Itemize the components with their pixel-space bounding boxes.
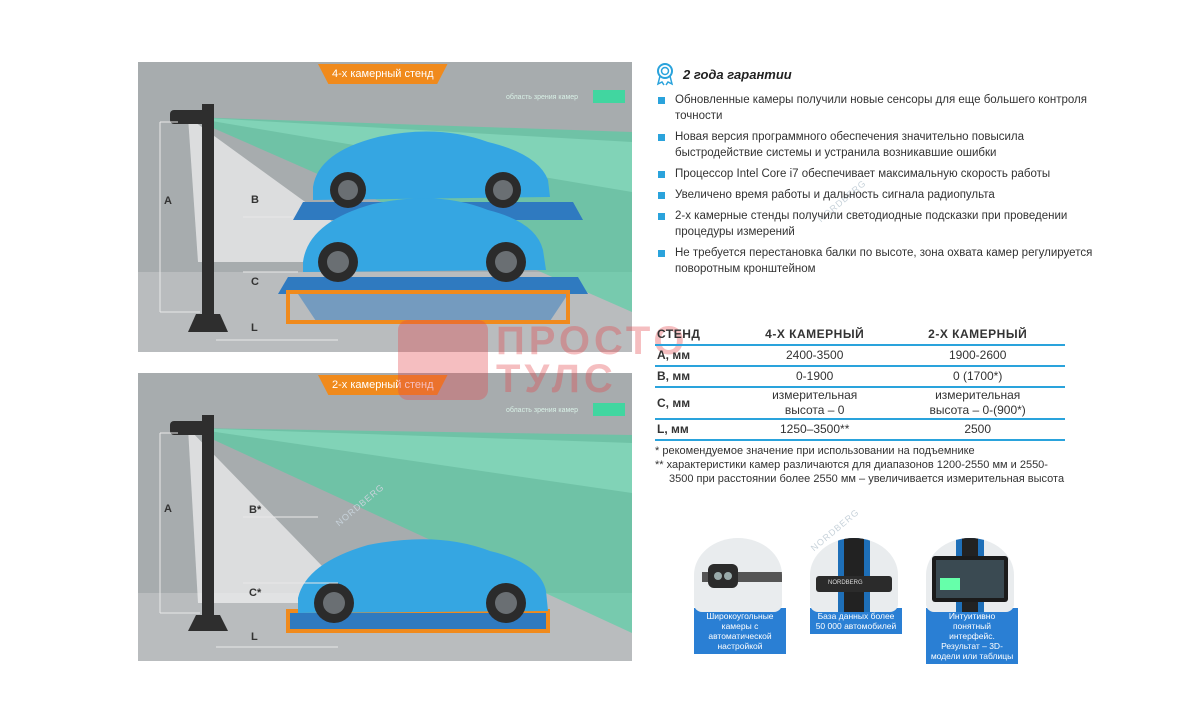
table-cell: 1250–3500**: [739, 418, 891, 441]
column-header: СТЕНД: [657, 327, 701, 341]
footnotes: * рекомендуемое значение при использован…: [655, 444, 1065, 486]
camera-zone-legend-label: область зрения камер: [506, 407, 579, 414]
table-row: L, мм 1250–3500** 2500: [655, 418, 1065, 441]
diagram-4-camera-illustration: [138, 62, 632, 352]
bullet-text: Обновленные камеры получили новые сенсор…: [675, 94, 1087, 122]
row-label: C, мм: [655, 386, 739, 419]
bullet-square-icon: [658, 134, 665, 141]
footnote: * рекомендуемое значение при использован…: [655, 445, 975, 457]
dimension-l-label: L: [251, 631, 258, 643]
table-row: A, мм 2400-3500 1900-2600: [655, 344, 1065, 366]
bullet-square-icon: [658, 250, 665, 257]
list-item: Процессор Intel Core i7 обеспечивает мак…: [655, 166, 1105, 182]
diagram-2-camera-illustration: [138, 373, 632, 661]
table-cell: измерительная высота – 0: [739, 386, 891, 419]
camera-zone-legend-label: область зрения камер: [506, 94, 579, 101]
dimension-l-label: L: [251, 322, 258, 334]
column-header: 4-Х КАМЕРНЫЙ: [765, 327, 865, 341]
diagram-4-camera: 4-х камерный стенд область зрения камер …: [138, 62, 632, 352]
dimension-b-label: B: [251, 194, 259, 206]
footnote: ** характеристики камер различаются для …: [655, 459, 1065, 485]
watermark-logo-icon: [398, 320, 488, 400]
camera-zone-legend-swatch: [593, 403, 625, 416]
table-header-row: СТЕНД 4-Х КАМЕРНЫЙ 2-Х КАМЕРНЫЙ: [655, 324, 1065, 345]
feature-tile-interface: Интуитивно понятный интерфейс. Результат…: [926, 538, 1018, 664]
list-item: 2-х камерные стенды получили светодиодны…: [655, 208, 1105, 240]
stand-type-tag: 2-х камерный стенд: [318, 375, 448, 395]
list-item: Новая версия программного обеспечения зн…: [655, 129, 1105, 161]
feature-tile-database: NORDBERG База данных более 50 000 автомо…: [810, 538, 902, 634]
table-cell: 0-1900: [739, 365, 891, 387]
dimension-c-label: C*: [249, 587, 262, 599]
table-cell: 0 (1700*): [890, 365, 1065, 387]
camera-image: [694, 538, 782, 612]
table-cell: 2400-3500: [739, 344, 891, 366]
stand-type-tag: 4-х камерный стенд: [318, 64, 448, 84]
feature-caption: База данных более 50 000 автомобилей: [810, 608, 902, 634]
bullet-text: Процессор Intel Core i7 обеспечивает мак…: [675, 168, 1051, 180]
row-label: L, мм: [655, 418, 739, 441]
bullet-text: Не требуется перестановка балки по высот…: [675, 247, 1093, 275]
feature-caption: Интуитивно понятный интерфейс. Результат…: [926, 608, 1018, 664]
column-header: 2-Х КАМЕРНЫЙ: [928, 327, 1028, 341]
monitor-icon: [932, 538, 1008, 612]
table-cell: 2500: [890, 418, 1065, 441]
table-row: C, мм измерительная высота – 0 измерител…: [655, 386, 1065, 419]
feature-tile-camera: Широкоугольные камеры с автоматической н…: [694, 538, 786, 654]
bullet-square-icon: [658, 192, 665, 199]
list-item: Обновленные камеры получили новые сенсор…: [655, 92, 1105, 124]
table-cell: измерительная высота – 0-(900*): [890, 386, 1065, 419]
spec-table: СТЕНД 4-Х КАМЕРНЫЙ 2-Х КАМЕРНЫЙ A, мм 24…: [655, 324, 1065, 441]
device-icon: [816, 538, 892, 612]
row-label: B, мм: [655, 365, 739, 387]
dimension-a-label: A: [164, 503, 172, 515]
row-label: A, мм: [655, 344, 739, 366]
camera-icon: [702, 564, 782, 588]
award-ribbon-icon: [656, 63, 674, 86]
watermark-line2: ТУЛС: [496, 357, 617, 401]
warranty-header: 2 года гарантии: [655, 62, 792, 86]
list-item: Не требуется перестановка балки по высот…: [655, 245, 1105, 277]
interface-image: [926, 538, 1014, 612]
diagram-2-camera: 2-х камерный стенд область зрения камер …: [138, 373, 632, 661]
camera-zone-legend-swatch: [593, 90, 625, 103]
table-row: B, мм 0-1900 0 (1700*): [655, 365, 1065, 387]
bullet-text: 2-х камерные стенды получили светодиодны…: [675, 210, 1068, 238]
warranty-title: 2 года гарантии: [683, 66, 792, 82]
bullet-square-icon: [658, 97, 665, 104]
watermark-line1: ПРОСТО: [496, 319, 689, 363]
feature-caption: Широкоугольные камеры с автоматической н…: [694, 608, 786, 654]
bullet-square-icon: [658, 171, 665, 178]
bullet-square-icon: [658, 213, 665, 220]
bullet-text: Новая версия программного обеспечения зн…: [675, 131, 1025, 159]
device-image: NORDBERG: [810, 538, 898, 612]
bullet-text: Увеличено время работы и дальность сигна…: [675, 189, 995, 201]
feature-bullet-list: Обновленные камеры получили новые сенсор…: [655, 92, 1105, 282]
table-cell: 1900-2600: [890, 344, 1065, 366]
device-brand-label: NORDBERG: [828, 580, 863, 586]
dimension-b-label: B*: [249, 504, 262, 516]
dimension-c-label: C: [251, 276, 259, 288]
watermark: ПРОСТО ТУЛС: [398, 320, 688, 400]
list-item: Увеличено время работы и дальность сигна…: [655, 187, 1105, 203]
dimension-a-label: A: [164, 195, 172, 207]
